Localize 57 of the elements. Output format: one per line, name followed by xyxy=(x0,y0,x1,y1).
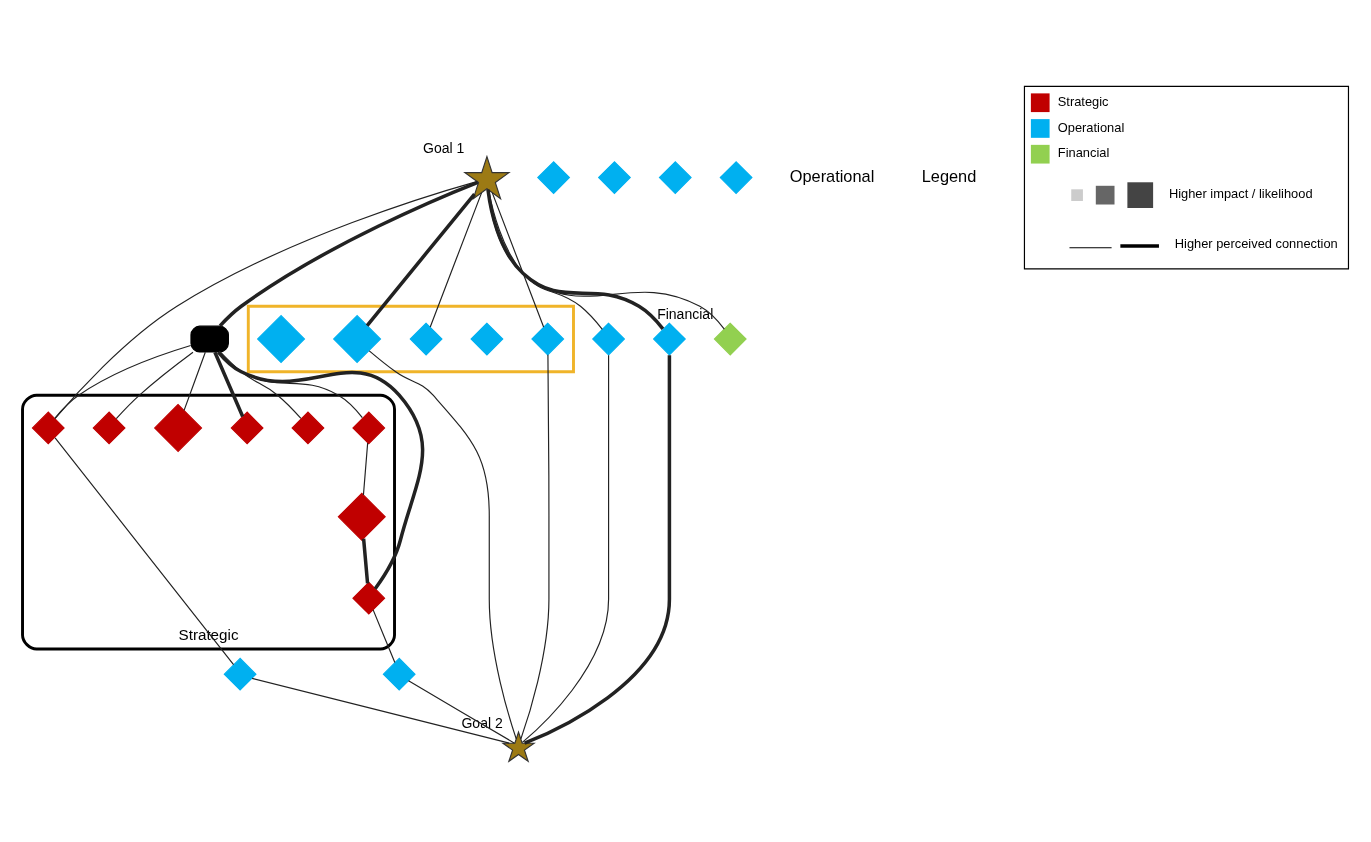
node-diamond xyxy=(382,657,416,691)
connector xyxy=(486,188,665,330)
node-diamond xyxy=(291,410,325,445)
legend-label: Strategic xyxy=(1057,93,1109,109)
connector xyxy=(219,350,302,419)
connector xyxy=(372,608,396,663)
legend-label: Financial xyxy=(1057,144,1110,160)
node-label: Financial xyxy=(657,305,714,322)
connector xyxy=(183,351,206,411)
connector xyxy=(251,677,510,744)
node-diamond xyxy=(597,160,632,194)
connector xyxy=(523,354,672,745)
connector xyxy=(54,344,192,419)
connector xyxy=(218,180,479,327)
connector xyxy=(218,350,363,418)
node-diamond xyxy=(409,321,443,356)
node-diamond xyxy=(256,314,306,363)
node-diamond xyxy=(470,321,504,356)
node-diamond xyxy=(652,321,687,356)
node-box xyxy=(190,325,229,352)
node-diamond xyxy=(713,321,747,356)
node-diamond xyxy=(658,160,692,194)
node-diamond xyxy=(223,657,257,691)
label: Legend xyxy=(921,166,977,185)
label: Operational xyxy=(789,166,875,185)
cluster xyxy=(246,304,575,373)
connector xyxy=(365,192,476,327)
connector xyxy=(429,191,483,328)
node-diamond xyxy=(31,410,65,445)
connector xyxy=(521,354,610,743)
node-diamond xyxy=(230,410,264,445)
node-diamond xyxy=(531,321,565,356)
node-diamond xyxy=(352,581,386,615)
connector xyxy=(368,349,517,739)
node-diamond xyxy=(332,314,382,363)
node-label: Goal 1 xyxy=(423,139,465,156)
connector xyxy=(491,191,545,328)
node-diamond xyxy=(591,321,626,356)
node-diamond xyxy=(92,410,126,445)
connector xyxy=(54,180,478,419)
node-diamond xyxy=(719,160,753,194)
legend-label: Higher perceived connection xyxy=(1174,235,1338,251)
connector xyxy=(115,351,194,419)
connector xyxy=(487,188,725,330)
node-diamond xyxy=(337,492,386,541)
node-diamond xyxy=(352,410,386,445)
connector xyxy=(362,441,369,496)
connector xyxy=(213,351,245,417)
legend-label: Operational xyxy=(1057,119,1125,135)
connector xyxy=(361,538,370,583)
legend-label: Higher impact / likelihood xyxy=(1168,185,1313,201)
connector xyxy=(54,436,235,665)
connector xyxy=(217,350,425,590)
connector xyxy=(407,679,516,744)
node-diamond xyxy=(537,160,571,194)
node-diamond xyxy=(153,403,203,452)
connector xyxy=(520,353,550,739)
